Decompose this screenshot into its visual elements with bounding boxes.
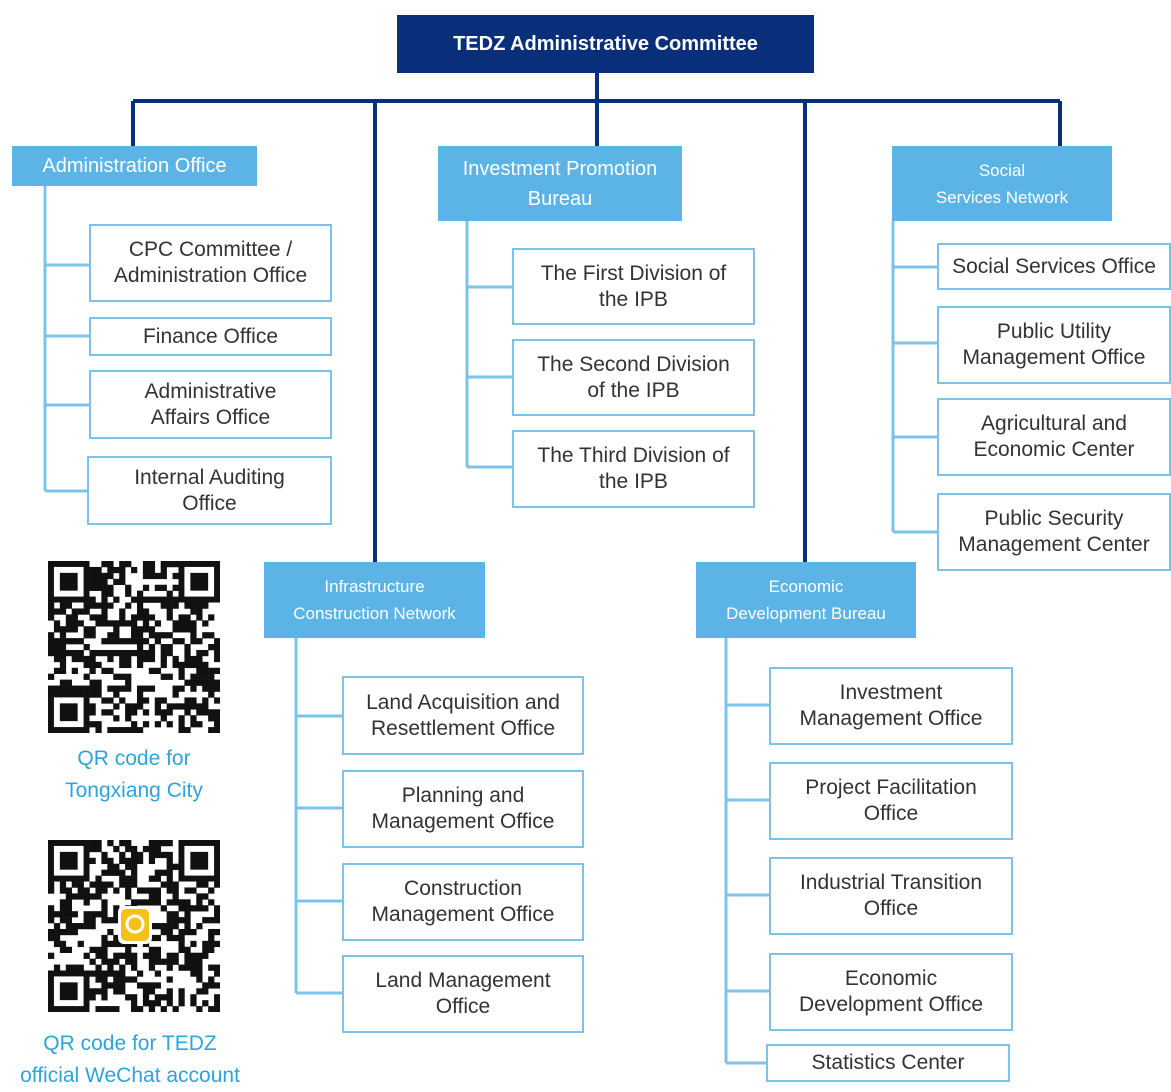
node-label: Social Services Office xyxy=(952,254,1156,278)
node-label: Public Security Management Center xyxy=(958,507,1150,556)
node-investment-management-office: Investment Management Office xyxy=(769,667,1013,745)
wechat-logo-icon xyxy=(118,906,152,944)
node-public-security-management-center: Public Security Management Center xyxy=(937,493,1171,571)
header-administration-label: Administration Office xyxy=(42,155,227,177)
node-land-acquisition-resettlement-office: Land Acquisition and Resettlement Office xyxy=(342,676,584,755)
header-investment-line2: Bureau xyxy=(527,187,593,210)
qr1-label-line2: Tongxiang City xyxy=(65,779,203,802)
node-industrial-transition-office: Industrial Transition Office xyxy=(769,857,1013,935)
node-third-division-ipb: The Third Division of the IPB xyxy=(512,430,755,508)
root-title: TEDZ Administrative Committee xyxy=(453,32,758,55)
header-economic-development-bureau: Economic Development Bureau xyxy=(696,562,916,638)
node-label: The Second Division of the IPB xyxy=(537,352,730,402)
header-social-line2: Services Network xyxy=(935,187,1069,207)
node-label: Planning and Management Office xyxy=(371,784,555,833)
qr2-label-line2: official WeChat account xyxy=(20,1064,240,1087)
qr1-label-line1: QR code for xyxy=(77,747,191,770)
qr-code-tedz-wechat[interactable] xyxy=(48,840,220,1012)
node-public-utility-management-office: Public Utility Management Office xyxy=(937,306,1171,384)
node-finance-office: Finance Office xyxy=(89,317,332,356)
node-construction-management-office: Construction Management Office xyxy=(342,863,584,941)
header-infrastructure-line2: Construction Network xyxy=(293,604,456,623)
node-label: Statistics Center xyxy=(811,1051,965,1074)
node-administrative-affairs-office: Administrative Affairs Office xyxy=(89,370,332,439)
node-label: The Third Division of the IPB xyxy=(537,444,730,493)
node-agricultural-economic-center: Agricultural and Economic Center xyxy=(937,398,1171,476)
node-label: Agricultural and Economic Center xyxy=(973,412,1135,461)
node-label: Industrial Transition Office xyxy=(799,871,983,920)
header-investment-promotion-bureau: Investment Promotion Bureau xyxy=(438,146,682,221)
node-second-division-ipb: The Second Division of the IPB xyxy=(512,339,755,416)
node-label: Administrative Affairs Office xyxy=(144,379,277,429)
header-infrastructure-line1: Infrastructure xyxy=(324,577,425,596)
node-label: Finance Office xyxy=(142,324,278,348)
header-economic-line1: Economic xyxy=(768,577,844,596)
qr2-label-line1: QR code for TEDZ xyxy=(43,1032,217,1055)
header-infrastructure-construction-network: Infrastructure Construction Network xyxy=(264,562,485,638)
node-planning-management-office: Planning and Management Office xyxy=(342,770,584,848)
node-label: CPC Committee / Administration Office xyxy=(113,238,308,287)
node-label: Land Management Office xyxy=(375,969,551,1018)
node-internal-auditing-office: Internal Auditing Office xyxy=(87,456,332,525)
node-first-division-ipb: The First Division of the IPB xyxy=(512,248,755,325)
qr-label-tongxiang-city: QR code for Tongxiang City xyxy=(20,743,248,807)
node-label: Investment Management Office xyxy=(799,681,983,730)
node-economic-development-office: Economic Development Office xyxy=(769,953,1013,1031)
header-social-line1: Social xyxy=(978,160,1026,180)
qr-code-tongxiang-city[interactable] xyxy=(48,561,220,733)
node-project-facilitation-office: Project Facilitation Office xyxy=(769,762,1013,840)
node-land-management-office: Land Management Office xyxy=(342,955,584,1033)
node-statistics-center: Statistics Center xyxy=(766,1044,1010,1082)
qr-label-tedz-wechat: QR code for TEDZ official WeChat account xyxy=(0,1028,260,1092)
node-label: Internal Auditing Office xyxy=(134,465,285,515)
node-label: Construction Management Office xyxy=(371,877,555,926)
root-node-tedz-committee: TEDZ Administrative Committee xyxy=(397,15,814,73)
node-cpc-committee-office: CPC Committee / Administration Office xyxy=(89,224,332,302)
node-label: Economic Development Office xyxy=(798,967,984,1016)
header-investment-line1: Investment Promotion xyxy=(462,157,658,180)
node-social-services-office: Social Services Office xyxy=(937,243,1171,290)
header-social-services-network: Social Services Network xyxy=(892,146,1112,221)
node-label: Land Acquisition and Resettlement Office xyxy=(366,690,560,740)
node-label: Project Facilitation Office xyxy=(805,776,977,825)
node-label: Public Utility Management Office xyxy=(962,320,1146,369)
node-label: The First Division of the IPB xyxy=(540,261,727,311)
header-economic-line2: Development Bureau xyxy=(726,604,886,623)
header-administration-office: Administration Office xyxy=(12,146,257,186)
